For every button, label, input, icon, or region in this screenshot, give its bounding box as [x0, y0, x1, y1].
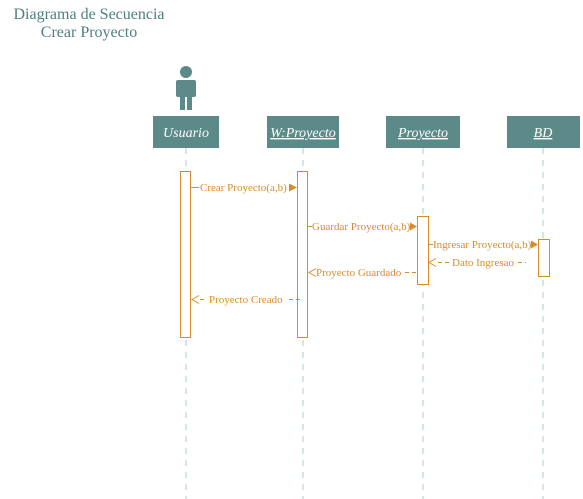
svg-text:Ingresar Proyecto(a,b): Ingresar Proyecto(a,b) — [433, 239, 532, 251]
participant-wproyecto[interactable]: W:Proyecto — [267, 116, 339, 148]
svg-text:Crear Proyecto(a,b): Crear Proyecto(a,b) — [200, 182, 287, 194]
message-ingresar-proyecto: Ingresar Proyecto(a,b) — [429, 239, 538, 251]
message-proyecto-creado: Proyecto Creado — [190, 294, 303, 306]
diagram-subtitle: Crear Proyecto — [40, 24, 138, 41]
svg-text:W:Proyecto: W:Proyecto — [270, 126, 335, 141]
diagram-title: Diagrama de Secuencia — [13, 6, 165, 23]
activation-bd — [538, 239, 550, 277]
svg-text:BD: BD — [534, 126, 553, 141]
activation-wproyecto — [297, 171, 308, 338]
participant-bd[interactable]: BD — [507, 116, 580, 148]
svg-text:Usuario: Usuario — [163, 126, 209, 141]
svg-text:Proyecto: Proyecto — [397, 126, 448, 141]
svg-text:Proyecto Guardado: Proyecto Guardado — [316, 267, 402, 279]
actor-icon — [176, 66, 196, 110]
message-guardar-proyecto: Guardar Proyecto(a,b) — [308, 221, 417, 233]
svg-text:Proyecto Creado: Proyecto Creado — [209, 294, 283, 306]
activation-usuario — [180, 171, 191, 338]
svg-text:Guardar Proyecto(a,b): Guardar Proyecto(a,b) — [312, 221, 411, 233]
message-crear-proyecto: Crear Proyecto(a,b) — [191, 182, 297, 194]
activation-proyecto — [417, 216, 429, 285]
message-proyecto-guardado: Proyecto Guardado — [307, 267, 416, 279]
message-dato-ingresao: Dato Ingresao — [427, 257, 526, 269]
participant-proyecto[interactable]: Proyecto — [386, 116, 460, 148]
participant-usuario[interactable]: Usuario — [153, 116, 219, 148]
svg-text:Dato Ingresao: Dato Ingresao — [452, 257, 515, 269]
